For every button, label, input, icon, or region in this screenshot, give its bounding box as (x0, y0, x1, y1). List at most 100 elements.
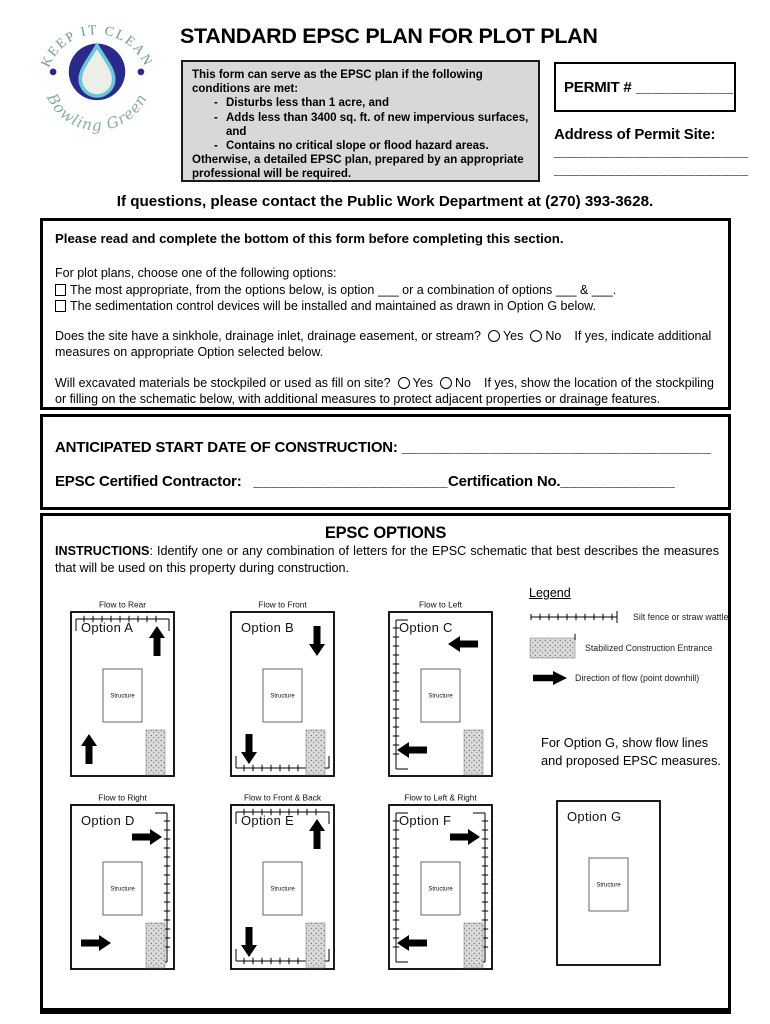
q2-no-label: No (454, 375, 471, 390)
permit-label: PERMIT # (564, 79, 632, 96)
flow-arrow-icon (81, 935, 111, 951)
structure-box (262, 861, 303, 916)
choice2-label: The sedimentation control devices will b… (70, 298, 596, 313)
condition-text: Adds less than 3400 sq. ft. of new imper… (226, 111, 529, 138)
flow-arrow-icon (149, 626, 165, 656)
condition-text: Disturbs less than 1 acre, and (226, 97, 389, 110)
flow-arrow-icon (241, 927, 257, 957)
silt-fence-icon (75, 615, 170, 631)
instructions-label: INSTRUCTIONS (55, 544, 150, 558)
q1-yes-radio[interactable] (487, 329, 500, 342)
flow-direction-label: Flow to Left (419, 600, 463, 610)
option-label: Option F (399, 813, 451, 828)
epsc-options-title: EPSC OPTIONS (324, 524, 447, 542)
instructions: INSTRUCTIONS: Identify one or any combin… (55, 543, 719, 576)
flow-direction-label: Flow to Left & Right (404, 793, 477, 803)
contractor-blank[interactable]: ______________________ (253, 473, 448, 490)
construction-entrance-icon (463, 729, 484, 776)
silt-fence-icon (392, 812, 408, 963)
structure-box (420, 861, 461, 916)
q1-no-radio[interactable] (530, 329, 543, 342)
legend-label: Direction of flow (point downhill) (575, 673, 700, 683)
condition-text: Contains no critical slope or flood haza… (226, 140, 489, 153)
conditions-box: This form can serve as the EPSC plan if … (181, 60, 540, 182)
address-label: Address of Permit Site: (554, 126, 716, 143)
flow-arrow-icon (529, 670, 569, 686)
section1-heading: Please read and complete the bottom of t… (55, 231, 564, 246)
flow-direction-label: Flow to Front & Back (244, 793, 322, 803)
option-g-note-line: and proposed EPSC measures. (541, 753, 721, 768)
plot-plan-questions-section: Please read and complete the bottom of t… (40, 218, 731, 410)
structure-box (588, 857, 629, 912)
epsc-options-section: EPSC OPTIONS INSTRUCTIONS: Identify one … (40, 513, 731, 1014)
certification-blank[interactable]: _____________ (560, 473, 676, 490)
structure-label: Structure (110, 887, 135, 893)
choice1-label: The most appropriate, from the options b… (70, 282, 617, 297)
construction-entrance-icon (305, 729, 326, 776)
flow-arrow-icon (309, 626, 325, 656)
structure-label: Structure (596, 883, 621, 889)
option-g-checkbox[interactable] (55, 299, 66, 312)
flow-arrow-icon (241, 734, 257, 764)
permit-number-box: PERMIT # ___________ (554, 62, 736, 112)
structure-label: Structure (270, 887, 295, 893)
q2-yes-radio[interactable] (397, 376, 410, 389)
form-title: STANDARD EPSC PLAN FOR PLOT PLAN (180, 24, 598, 48)
question-stockpile: Will excavated materials be stockpiled o… (55, 375, 714, 408)
flow-arrow-icon (397, 742, 427, 758)
structure-box (102, 861, 143, 916)
instructions-text: : Identify one or any combination of let… (55, 544, 719, 575)
address-blank-1[interactable]: ______________________ (554, 143, 749, 160)
condition-item: -Disturbs less than 1 acre, and (192, 96, 529, 110)
construction-entrance-icon (529, 634, 579, 661)
legend: Legend Silt fence or straw wattle Stabil… (529, 586, 741, 686)
bullet-marker: - (214, 97, 218, 110)
most-appropriate-checkbox[interactable] (55, 283, 66, 296)
structure-box (420, 668, 461, 723)
bullet-marker: - (214, 140, 218, 153)
flow-arrow-icon (81, 734, 97, 764)
q1-no-label: No (545, 328, 562, 343)
option-label: Option G (567, 809, 621, 824)
silt-fence-icon (235, 808, 330, 824)
permit-number-blank[interactable]: ___________ (636, 79, 734, 96)
flow-direction-label: Flow to Rear (99, 600, 146, 610)
q2-no-radio[interactable] (439, 376, 452, 389)
legend-item-silt-fence: Silt fence or straw wattle (529, 609, 741, 625)
structure-label: Structure (428, 887, 453, 893)
option-g-note-line: For Option G, show flow lines (541, 735, 709, 750)
construction-entrance-icon (145, 922, 166, 969)
construction-entrance-icon (463, 922, 484, 969)
option-label: Option B (241, 620, 294, 635)
flow-arrow-icon (448, 636, 478, 652)
address-blank-2[interactable]: ______________________ (554, 161, 749, 178)
start-date-blank[interactable]: ___________________________________ (401, 439, 712, 456)
start-date-label: ANTICIPATED START DATE OF CONSTRUCTION: (55, 439, 398, 456)
legend-item-flow-arrow: Direction of flow (point downhill) (529, 670, 741, 686)
conditions-outro: Otherwise, a detailed EPSC plan, prepare… (192, 154, 524, 181)
choose-intro: For plot plans, choose one of the follow… (55, 266, 337, 280)
contact-note: If questions, please contact the Public … (116, 193, 654, 210)
condition-item: -Contains no critical slope or flood haz… (192, 139, 529, 153)
flow-direction-label: Flow to Front (258, 600, 307, 610)
condition-item: -Adds less than 3400 sq. ft. of new impe… (192, 111, 529, 139)
structure-label: Structure (428, 694, 453, 700)
water-drop-icon (78, 42, 116, 98)
epsc-option-g-schematic: Structure Option G (556, 800, 661, 966)
construction-entrance-icon (145, 729, 166, 776)
start-date-row: ANTICIPATED START DATE OF CONSTRUCTION: … (55, 439, 714, 456)
legend-label: Stabilized Construction Entrance (585, 642, 713, 653)
certification-label: Certification No. (447, 473, 561, 490)
contractor-row: EPSC Certified Contractor: _____________… (55, 473, 714, 490)
keep-it-clean-logo: KEEP IT CLEAN Bowling Green (38, 22, 154, 134)
legend-title: Legend (529, 586, 571, 600)
q2-suffix: If yes, show the location of the stockpi… (55, 375, 714, 407)
